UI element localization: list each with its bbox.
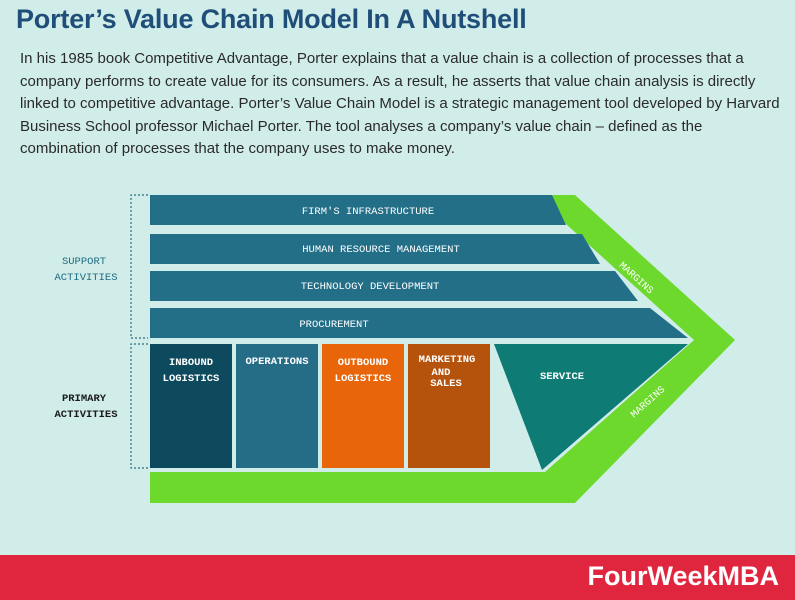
- support-bar-infrastructure: [150, 195, 566, 225]
- primary-box-service: [494, 344, 688, 470]
- primary-activities-label: PRIMARY: [62, 393, 107, 405]
- support-activity-label: HUMAN RESOURCE MANAGEMENT: [302, 244, 460, 256]
- footer-bar: FourWeekMBA: [0, 555, 795, 600]
- support-bracket: [130, 194, 148, 339]
- primary-activity-label: SALES: [430, 378, 462, 390]
- primary-activity-label: MARKETING: [419, 354, 476, 366]
- page-title: Porter’s Value Chain Model In A Nutshell: [16, 4, 527, 34]
- primary-activity-label: LOGISTICS: [163, 373, 220, 385]
- support-activities-label: SUPPORT: [62, 256, 106, 268]
- support-bar-procurement: [150, 308, 688, 338]
- primary-activity-label: AND: [432, 367, 451, 379]
- primary-box-outbound: [322, 344, 404, 468]
- primary-bracket: [130, 343, 148, 469]
- primary-activities-label: ACTIVITIES: [54, 409, 117, 421]
- primary-activity-label: OPERATIONS: [245, 356, 308, 368]
- primary-activity-label: INBOUND: [169, 357, 213, 369]
- brand-logo: FourWeekMBA: [587, 561, 779, 591]
- support-activities-label: ACTIVITIES: [54, 272, 117, 284]
- primary-activity-label: SERVICE: [540, 371, 584, 383]
- primary-box-marketing: [408, 344, 490, 468]
- primary-box-operations: [236, 344, 318, 468]
- support-bar-technology: [150, 271, 638, 301]
- support-bar-hrm: [150, 234, 600, 264]
- value-chain-diagram: FIRM'S INFRASTRUCTURE HUMAN RESOURCE MAN…: [54, 194, 735, 503]
- support-activity-label: TECHNOLOGY DEVELOPMENT: [301, 281, 440, 293]
- support-activity-label: FIRM'S INFRASTRUCTURE: [302, 206, 434, 218]
- margins-chevron: [150, 195, 735, 503]
- primary-box-inbound: [150, 344, 232, 468]
- primary-activity-label: LOGISTICS: [335, 373, 392, 385]
- support-activity-label: PROCUREMENT: [299, 319, 368, 331]
- intro-paragraph: In his 1985 book Competitive Advantage, …: [20, 50, 780, 157]
- primary-activity-label: OUTBOUND: [338, 357, 388, 369]
